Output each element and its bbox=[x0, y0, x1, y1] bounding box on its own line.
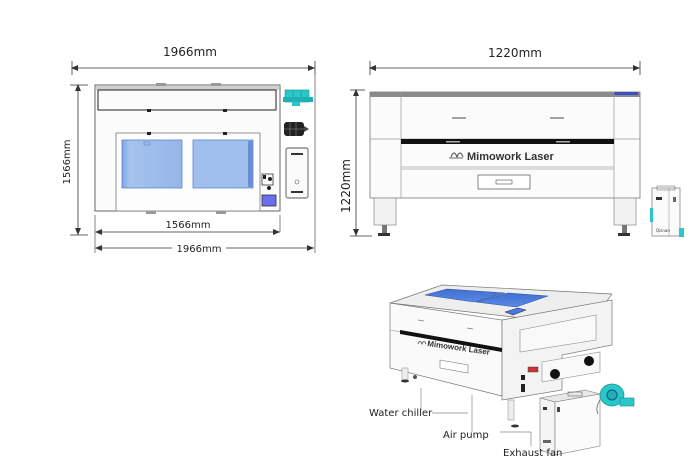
latch bbox=[147, 109, 151, 112]
control-screen bbox=[504, 307, 527, 316]
lid-window-left bbox=[424, 288, 506, 303]
hinge bbox=[211, 83, 221, 86]
latch bbox=[223, 132, 227, 135]
black-trim bbox=[401, 139, 614, 144]
top-frame bbox=[370, 92, 640, 97]
brand-logo bbox=[417, 341, 427, 346]
dimension-width-bottom: 1966mm bbox=[95, 244, 314, 255]
vent-hole bbox=[550, 369, 560, 379]
callout-water-chiller: Water chiller bbox=[369, 388, 468, 419]
drawer bbox=[439, 359, 469, 374]
dimension-depth: 1566mm bbox=[62, 84, 88, 236]
top-rail bbox=[96, 86, 279, 90]
callout-label: Exhaust fan bbox=[503, 448, 562, 459]
dimension-label: 1966mm bbox=[177, 244, 222, 255]
leg bbox=[401, 367, 409, 381]
water-chiller-perspective bbox=[539, 389, 601, 456]
air-pump-top bbox=[284, 122, 309, 136]
dimension-label: 1566mm bbox=[166, 220, 211, 231]
drawer bbox=[477, 174, 531, 190]
knob bbox=[268, 177, 272, 181]
dimension-width-top: 1966mm bbox=[71, 45, 316, 75]
dimension-front-height: 1220mm bbox=[339, 89, 372, 237]
callout-label: Air pump bbox=[443, 430, 489, 441]
window-edge bbox=[248, 141, 253, 187]
viewing-window-left bbox=[121, 139, 183, 189]
exhaust-fan-perspective bbox=[596, 383, 635, 415]
dimension-label: 1966mm bbox=[163, 45, 217, 59]
black-trim bbox=[400, 330, 502, 352]
callout-label: Water chiller bbox=[369, 408, 433, 419]
hinge bbox=[156, 83, 166, 86]
control-switches bbox=[261, 173, 274, 186]
dimension-label: 1566mm bbox=[62, 140, 73, 185]
dimension-label: 1220mm bbox=[339, 159, 353, 213]
viewing-window-right bbox=[192, 139, 254, 189]
water-chiller-top bbox=[285, 147, 309, 199]
leg bbox=[507, 399, 515, 421]
latch bbox=[147, 132, 151, 135]
water-chiller-front: Qisnan bbox=[650, 185, 684, 237]
vent-hole bbox=[584, 356, 594, 366]
foot bbox=[146, 211, 156, 214]
callout-air-pump: Air pump bbox=[443, 395, 489, 441]
front-view: 1220mm 1220mm Mimowork Laser bbox=[339, 46, 684, 237]
exhaust-fan-top bbox=[283, 89, 313, 106]
lid-window-right bbox=[475, 292, 549, 308]
legs bbox=[373, 197, 637, 236]
digital-display bbox=[527, 366, 539, 373]
brand-logo bbox=[449, 152, 464, 159]
drawer-handle bbox=[495, 179, 513, 185]
brand-text: Mimowork Laser bbox=[467, 151, 555, 163]
switch bbox=[263, 175, 266, 179]
dimension-label: 1220mm bbox=[488, 46, 542, 60]
callout-exhaust-fan: Exhaust fan bbox=[500, 431, 562, 459]
latch bbox=[223, 109, 227, 112]
top-view: 1966mm 1566mm bbox=[62, 45, 316, 255]
control-panel-screen bbox=[261, 194, 277, 207]
window-mark bbox=[143, 141, 151, 146]
dimension-inner-width: 1566mm bbox=[95, 220, 280, 235]
switch bbox=[521, 384, 525, 392]
rear-lid bbox=[97, 89, 277, 111]
chiller-brand: Qisnan bbox=[656, 228, 670, 233]
dimension-front-width: 1220mm bbox=[369, 46, 641, 75]
knob bbox=[267, 186, 271, 190]
perspective-view: Mimowork Laser bbox=[369, 284, 635, 459]
foot bbox=[216, 211, 226, 214]
indicator-strip bbox=[614, 92, 638, 95]
switch bbox=[521, 375, 525, 380]
